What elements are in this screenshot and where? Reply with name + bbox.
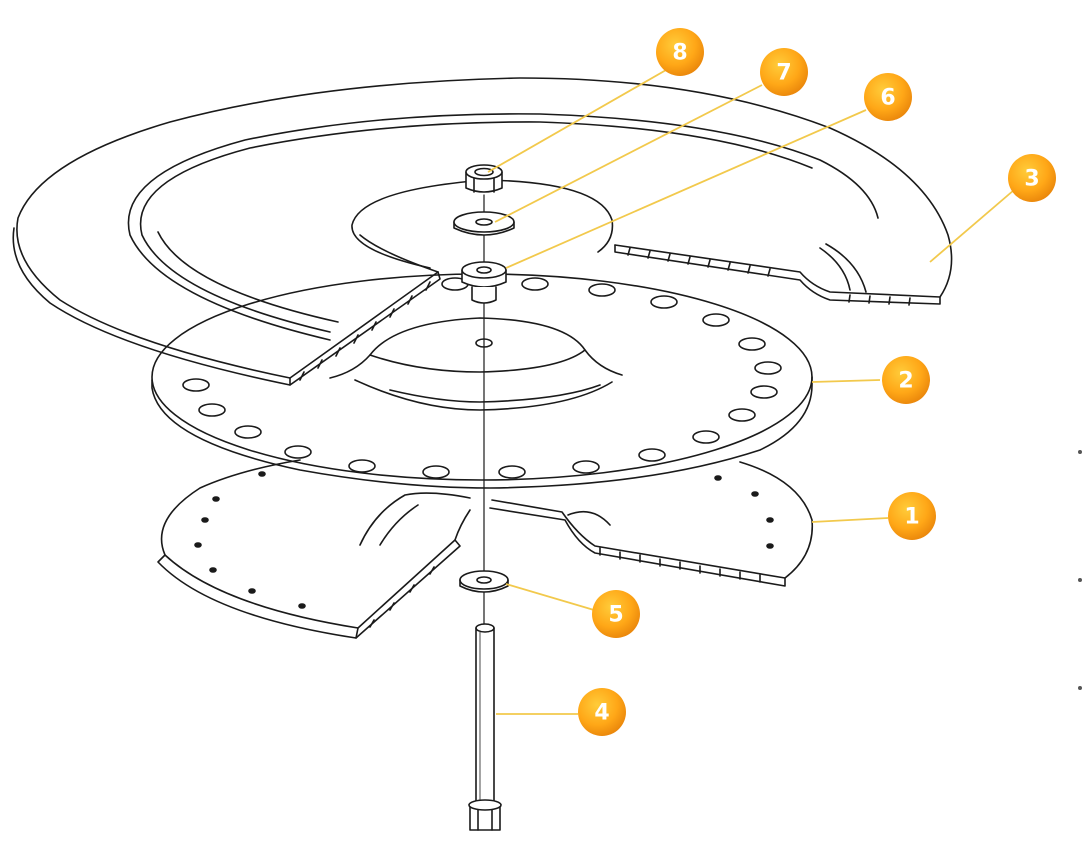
- part-2-perforated-plate: [152, 274, 812, 488]
- leader-line-1: [811, 517, 889, 523]
- callout-7: 7: [760, 48, 808, 96]
- leader-line-2: [811, 379, 881, 383]
- leader-lines: [487, 61, 1015, 715]
- callout-7-badge: [760, 48, 808, 96]
- callout-7-label: 7: [776, 61, 791, 86]
- callout-3: 3: [1008, 154, 1056, 202]
- callout-1: 1: [888, 492, 936, 540]
- part-1-lower-disc: [158, 460, 812, 638]
- edge-marks: [1078, 450, 1082, 690]
- callout-6-label: 6: [880, 86, 895, 111]
- part-7-washer: [454, 212, 514, 235]
- callout-2-label: 2: [898, 369, 913, 394]
- leader-line-7: [494, 84, 763, 223]
- leader-line-6: [505, 109, 867, 269]
- callout-8-label: 8: [672, 41, 687, 66]
- part-8-hex-nut: [466, 165, 502, 192]
- callout-1-badge: [888, 492, 936, 540]
- callout-1-label: 1: [904, 505, 919, 530]
- part-4-bolt: [469, 624, 501, 830]
- leader-line-8: [487, 61, 681, 173]
- callout-5-label: 5: [608, 603, 623, 628]
- leader-line-3: [929, 189, 1015, 263]
- callout-8-badge: [656, 28, 704, 76]
- callout-4-label: 4: [594, 701, 609, 726]
- part-3-guard-disc: [13, 78, 951, 385]
- part-6-flange-spacer: [462, 262, 506, 303]
- callout-6: 6: [864, 73, 912, 121]
- callout-3-badge: [1008, 154, 1056, 202]
- callout-2: 2: [882, 356, 930, 404]
- callout-2-badge: [882, 356, 930, 404]
- part-5-lower-washer: [460, 571, 508, 592]
- callout-6-badge: [864, 73, 912, 121]
- callout-8: 8: [656, 28, 704, 76]
- leader-line-5: [505, 583, 595, 611]
- callout-4: 4: [578, 688, 626, 736]
- callout-4-badge: [578, 688, 626, 736]
- callout-5: 5: [592, 590, 640, 638]
- callout-5-badge: [592, 590, 640, 638]
- callout-3-label: 3: [1024, 167, 1039, 192]
